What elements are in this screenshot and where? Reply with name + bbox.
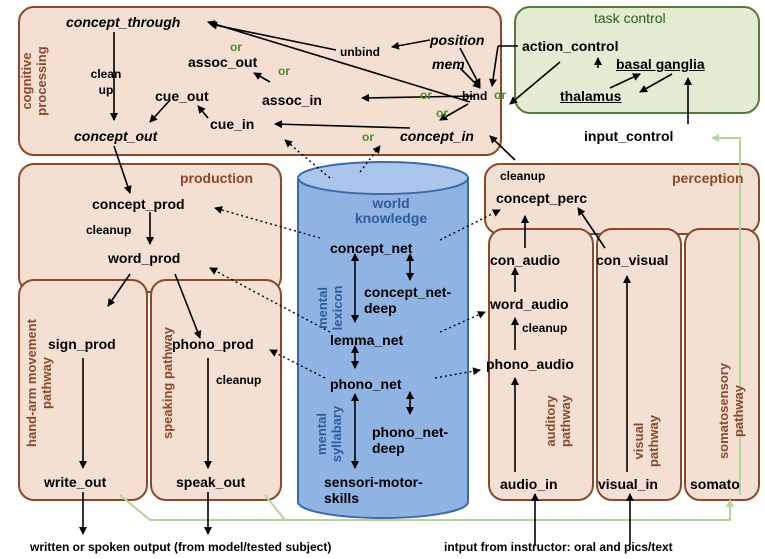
node-somato: somato bbox=[690, 476, 740, 492]
or-label: or bbox=[494, 88, 506, 102]
node-concept-net: concept_net bbox=[330, 240, 413, 256]
node-phono-net: phono_net bbox=[330, 376, 402, 392]
node-concept-in: concept_in bbox=[400, 128, 474, 144]
mental-syllabary-label: mental syllabary bbox=[314, 405, 344, 463]
node-cleanup-speak: cleanup bbox=[216, 373, 262, 387]
node-cleanup-audio: cleanup bbox=[522, 321, 568, 335]
node-unbind: unbind bbox=[340, 45, 380, 59]
node-con-audio: con_audio bbox=[490, 252, 561, 268]
or-label: or bbox=[278, 64, 290, 78]
production-title: production bbox=[180, 170, 254, 186]
node-phono-audio: phono_audio bbox=[486, 356, 574, 372]
handarm-pathway-title: hand-arm movement pathway bbox=[24, 319, 54, 447]
or-label: or bbox=[362, 130, 374, 144]
auditory-pathway-box bbox=[488, 228, 594, 501]
node-audio-in: audio_in bbox=[500, 476, 558, 492]
visual-pathway-title: visual pathway bbox=[631, 415, 661, 468]
perception-title: perception bbox=[672, 170, 744, 186]
node-cue-in: cue_in bbox=[210, 116, 255, 132]
node-word-prod: word_prod bbox=[108, 250, 181, 266]
node-cleanup-perc: cleanup bbox=[500, 169, 546, 183]
node-mem: mem bbox=[432, 56, 465, 72]
node-word-audio: word_audio bbox=[490, 296, 569, 312]
node-phono-prod: phono_prod bbox=[172, 336, 254, 352]
or-label: or bbox=[436, 106, 448, 120]
cognitive-processing-title: cognitive processing bbox=[19, 46, 49, 116]
node-concept-prod: concept_prod bbox=[92, 196, 185, 212]
node-thalamus: thalamus bbox=[560, 88, 622, 104]
feedback-lines bbox=[119, 134, 741, 521]
node-concept-out: concept_out bbox=[74, 128, 158, 144]
node-con-visual: con_visual bbox=[596, 252, 669, 268]
node-position: position bbox=[430, 32, 485, 48]
speaking-pathway-box bbox=[150, 279, 282, 501]
or-label: or bbox=[230, 40, 242, 54]
auditory-pathway-title: auditory pathway bbox=[543, 395, 573, 448]
task-control-box bbox=[514, 6, 760, 114]
output-caption: written or spoken output (from model/tes… bbox=[30, 540, 332, 554]
somatosensory-pathway-title: somatosensory pathway bbox=[716, 362, 746, 460]
node-speak-out: speak_out bbox=[176, 474, 246, 490]
node-write-out: write_out bbox=[44, 474, 107, 490]
cognitive-processing-box bbox=[18, 6, 502, 156]
node-concept-perc: concept_perc bbox=[496, 190, 588, 206]
node-concept-through: concept_through bbox=[66, 14, 181, 30]
solid-arrows bbox=[79, 20, 692, 545]
somatosensory-pathway-box bbox=[684, 228, 760, 501]
node-assoc-in: assoc_in bbox=[262, 92, 322, 108]
node-assoc-out: assoc_out bbox=[188, 54, 258, 70]
or-label: or bbox=[420, 88, 432, 102]
world-knowledge-cylinder bbox=[297, 161, 469, 519]
node-cue-out: cue_out bbox=[155, 88, 209, 104]
input-caption: intput from instructor: oral and pics/te… bbox=[444, 540, 673, 554]
task-control-title: task control bbox=[594, 10, 666, 26]
node-phono-net-deep: phono_net- deep bbox=[372, 424, 449, 456]
perception-box bbox=[484, 163, 760, 235]
node-basal-ganglia: basal ganglia bbox=[616, 56, 705, 72]
dotted-arrows bbox=[209, 139, 501, 379]
node-input-control: input_control bbox=[584, 128, 674, 144]
node-sign-prod: sign_prod bbox=[48, 336, 116, 352]
node-concept-net-deep: concept_net- deep bbox=[364, 284, 452, 316]
node-bind: bind bbox=[462, 89, 488, 103]
node-clean-up: clean up bbox=[90, 67, 122, 97]
world-knowledge-title: world knowledge bbox=[354, 195, 428, 226]
node-action-control: action_control bbox=[522, 38, 619, 54]
node-visual-in: visual_in bbox=[598, 476, 658, 492]
node-lemma-net: lemma_net bbox=[330, 332, 404, 348]
visual-pathway-box bbox=[596, 228, 682, 501]
node-sensori-motor-skills: sensori-motor- skills bbox=[324, 474, 423, 506]
node-cleanup-prod: cleanup bbox=[86, 223, 132, 237]
